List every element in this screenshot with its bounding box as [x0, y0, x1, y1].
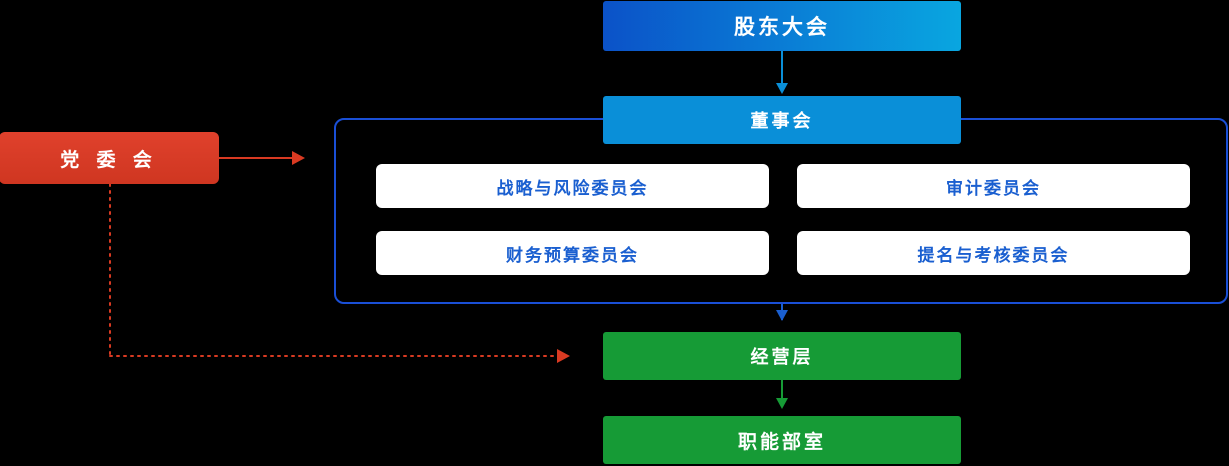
- connector-board-management: [776, 304, 788, 321]
- connector-shareholders-board: [776, 51, 788, 94]
- committee-nomination-appraisal[interactable]: 提名与考核委员会: [797, 231, 1190, 275]
- committee-audit[interactable]: 审计委员会: [797, 164, 1190, 208]
- node-board-of-directors[interactable]: 董事会: [603, 96, 961, 144]
- committee-group-box: [334, 118, 1228, 304]
- committee-finance-budget[interactable]: 财务预算委员会: [376, 231, 769, 275]
- committee-strategy-risk[interactable]: 战略与风险委员会: [376, 164, 769, 208]
- connector-party-board: [219, 151, 305, 165]
- node-management-layer[interactable]: 经营层: [603, 332, 961, 380]
- node-party-committee[interactable]: 党 委 会: [0, 132, 219, 184]
- connector-management-departments: [776, 380, 788, 409]
- node-shareholders-meeting[interactable]: 股东大会: [603, 1, 961, 51]
- node-functional-departments[interactable]: 职能部室: [603, 416, 961, 464]
